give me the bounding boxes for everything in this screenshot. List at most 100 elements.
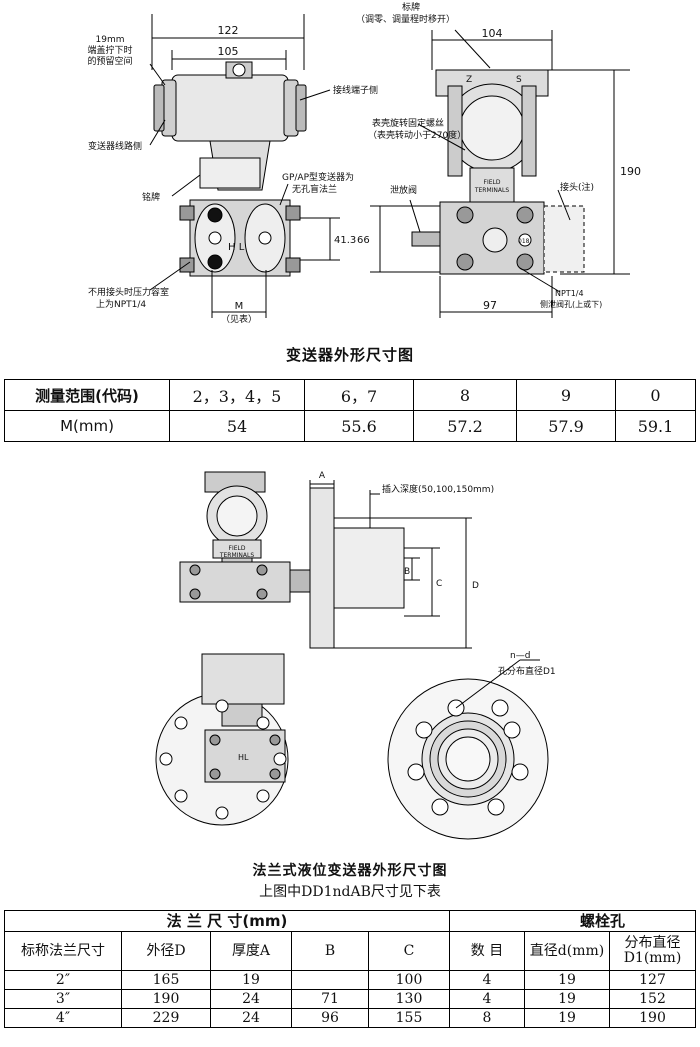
table-cell: 165 bbox=[121, 970, 211, 990]
label-insert-depth: 插入深度(50,100,150mm) bbox=[382, 483, 494, 495]
table-cell: 190 bbox=[121, 989, 211, 1009]
table-row: 法 兰 尺 寸(mm) 螺栓孔 bbox=[4, 910, 696, 932]
label-c: C bbox=[436, 579, 442, 589]
note-19mm-line1: 19mm bbox=[96, 35, 125, 45]
table-row: 4″ 229 24 96 155 8 19 190 bbox=[4, 1008, 696, 1028]
table-cell: 130 bbox=[368, 989, 450, 1009]
table-cell: 190 bbox=[609, 1008, 696, 1028]
label-m: M bbox=[235, 301, 244, 312]
table-cell: 127 bbox=[609, 970, 696, 990]
dim-66: 66 bbox=[357, 235, 370, 246]
table-header: 分布直径D1(mm) bbox=[609, 931, 696, 971]
table-row: 测量范围(代码) 2，3，4，5 6，7 8 9 0 bbox=[4, 379, 696, 411]
table-cell: 0 bbox=[615, 379, 696, 411]
label-rotate-screw-line1: 表壳旋转固定螺丝 bbox=[372, 117, 444, 129]
label-tag-line1: 标牌 bbox=[402, 1, 420, 13]
label-gp-ap-line1: GP/AP型变送器为 bbox=[282, 171, 354, 183]
table-cell: 3″ bbox=[4, 989, 122, 1009]
table-header: 直径d(mm) bbox=[524, 931, 610, 971]
table-cell: 测量范围(代码) bbox=[4, 379, 170, 411]
table-cell: 59.1 bbox=[615, 410, 696, 442]
label-z: Z bbox=[466, 75, 472, 85]
label-n-d: n—d bbox=[510, 651, 530, 661]
table-cell: 100 bbox=[368, 970, 450, 990]
flange-size-table: 法 兰 尺 寸(mm) 螺栓孔 标称法兰尺寸 外径D 厚度A B C 数 目 直… bbox=[4, 910, 696, 1028]
label-a: A bbox=[319, 471, 326, 481]
table-cell: 2″ bbox=[4, 970, 122, 990]
label-side-drain-line2: 侧泄阀孔(上或下) bbox=[540, 299, 602, 309]
table-cell: 19 bbox=[524, 970, 610, 990]
table-header: 标称法兰尺寸 bbox=[4, 931, 122, 971]
table-cell: 8 bbox=[449, 1008, 525, 1028]
note-19mm-line3: 的预留空间 bbox=[87, 55, 132, 67]
transmitter-outline-drawing: 122 105 19mm 端盖拧下时 的预留空间 接线端子侧 变送器线路侧 GP… bbox=[87, 1, 641, 325]
table-cell: 155 bbox=[368, 1008, 450, 1028]
table-cell: 6，7 bbox=[304, 379, 414, 411]
label-d: D bbox=[472, 581, 479, 591]
table-cell: 96 bbox=[291, 1008, 369, 1028]
label-terminals2: TERMINALS bbox=[219, 552, 255, 559]
label-field2: FIELD bbox=[229, 545, 246, 552]
label-018: 018 bbox=[518, 238, 530, 245]
table-cell: 57.9 bbox=[516, 410, 616, 442]
table-header: C bbox=[368, 931, 450, 971]
table-cell bbox=[291, 970, 369, 990]
table-header: 厚度A bbox=[210, 931, 292, 971]
caption-flange-sub: 上图中DD1ndAB尺寸见下表 bbox=[259, 884, 441, 900]
table-header: 法 兰 尺 寸(mm) bbox=[4, 910, 450, 932]
table-cell: 55.6 bbox=[304, 410, 414, 442]
dim-190: 190 bbox=[620, 165, 641, 178]
dim-104: 104 bbox=[482, 27, 503, 40]
dim-41-3: 41.3 bbox=[334, 235, 356, 246]
table-cell: 24 bbox=[210, 989, 292, 1009]
label-npt-note-line1: 不用接头时压力容室 bbox=[88, 286, 169, 298]
table-row: 2″ 165 19 100 4 19 127 bbox=[4, 970, 696, 990]
dim-97: 97 bbox=[483, 299, 497, 312]
label-vent: 泄放阀 bbox=[390, 184, 417, 196]
caption-flange: 法兰式液位变送器外形尺寸图 bbox=[252, 863, 448, 879]
table-cell: 71 bbox=[291, 989, 369, 1009]
label-b: B bbox=[404, 567, 410, 577]
table-header: B bbox=[291, 931, 369, 971]
table-row: M(mm) 54 55.6 57.2 57.9 59.1 bbox=[4, 410, 696, 442]
label-side-drain-line1: NPT1/4 bbox=[555, 289, 584, 298]
table-cell: 152 bbox=[609, 989, 696, 1009]
table-row: 标称法兰尺寸 外径D 厚度A B C 数 目 直径d(mm) 分布直径D1(mm… bbox=[4, 931, 696, 971]
dim-105: 105 bbox=[218, 45, 239, 58]
label-hl2: HL bbox=[238, 753, 249, 762]
flange-level-transmitter-drawing: A 插入深度(50,100,150mm) B C D FIELD TERMINA… bbox=[155, 471, 556, 840]
table-cell: 57.2 bbox=[413, 410, 517, 442]
label-tag-line2: （调零、调量程时移开） bbox=[356, 13, 455, 25]
range-m-table: 测量范围(代码) 2，3，4，5 6，7 8 9 0 M(mm) 54 55.6… bbox=[4, 379, 696, 442]
table-cell: M(mm) bbox=[4, 410, 170, 442]
table-header: 螺栓孔 bbox=[449, 910, 696, 932]
caption-transmitter: 变送器外形尺寸图 bbox=[285, 346, 414, 364]
table-cell: 229 bbox=[121, 1008, 211, 1028]
label-s: S bbox=[516, 75, 522, 85]
table-cell: 19 bbox=[524, 1008, 610, 1028]
label-m-note: （见表） bbox=[221, 313, 257, 325]
table-header: 外径D bbox=[121, 931, 211, 971]
table-cell: 2，3，4，5 bbox=[169, 379, 305, 411]
label-d1: 孔分布直径D1 bbox=[498, 665, 556, 677]
table-cell: 19 bbox=[524, 989, 610, 1009]
label-wire-side: 接线端子侧 bbox=[333, 84, 378, 96]
table-cell: 9 bbox=[516, 379, 616, 411]
label-gp-ap-line2: 无孔盲法兰 bbox=[292, 183, 337, 195]
label-hl: H L bbox=[228, 242, 245, 253]
table-cell: 4 bbox=[449, 989, 525, 1009]
label-circuit-side: 变送器线路侧 bbox=[88, 140, 142, 152]
label-connector: 接头(注) bbox=[560, 181, 594, 193]
table-row: 3″ 190 24 71 130 4 19 152 bbox=[4, 989, 696, 1009]
table-cell: 24 bbox=[210, 1008, 292, 1028]
table-cell: 4 bbox=[449, 970, 525, 990]
table-cell: 19 bbox=[210, 970, 292, 990]
table-cell: 4″ bbox=[4, 1008, 122, 1028]
label-npt-note-line2: 上为NPT1/4 bbox=[96, 298, 146, 310]
table-header: 数 目 bbox=[449, 931, 525, 971]
dim-122: 122 bbox=[218, 24, 239, 37]
label-nameplate: 铭牌 bbox=[142, 191, 160, 203]
table-cell: 54 bbox=[169, 410, 305, 442]
label-terminals: TERMINALS bbox=[474, 187, 510, 194]
label-rotate-screw-line2: （表壳转动小于270度） bbox=[368, 129, 466, 141]
